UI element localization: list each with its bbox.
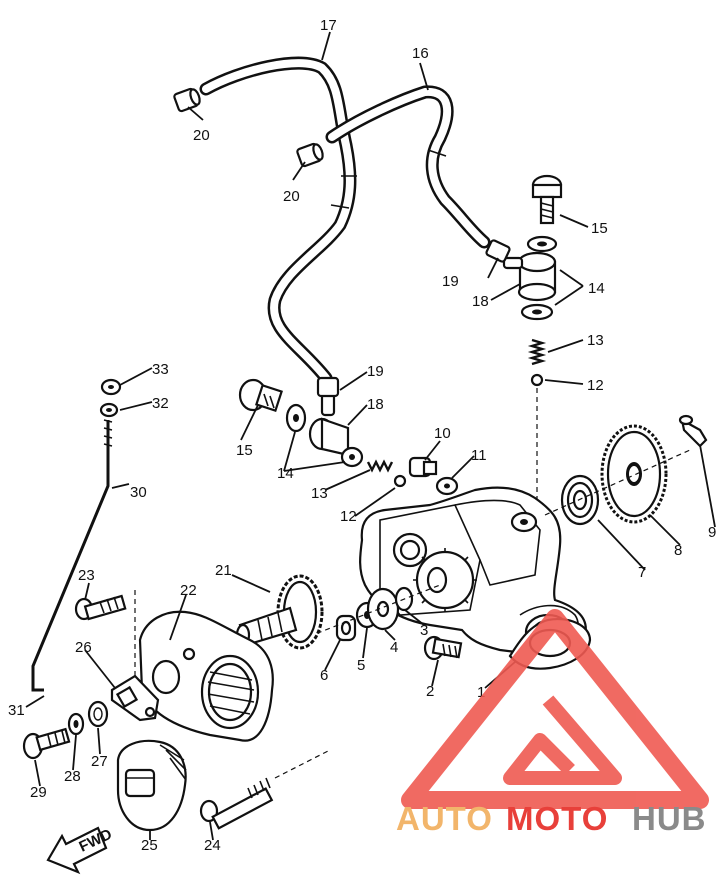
callout-33: 33 — [152, 361, 169, 378]
banjo-fitting-18-right — [502, 251, 557, 302]
callout-21: 21 — [215, 562, 232, 579]
callout-25: 25 — [141, 837, 158, 854]
axis-line-bolt24 — [274, 749, 331, 779]
union-bolt-15-left — [238, 378, 283, 412]
washer-27 — [87, 700, 109, 728]
washer-32 — [99, 402, 119, 418]
banjo-fitting-18-left — [308, 391, 350, 457]
callout-12-left: 12 — [340, 508, 357, 525]
watermark-logo — [401, 609, 709, 809]
pipe-16 — [325, 85, 491, 249]
callout-26: 26 — [75, 639, 92, 656]
drive-gear-8 — [600, 424, 668, 524]
callout-8: 8 — [674, 542, 682, 559]
callout-20-lower: 20 — [283, 188, 300, 205]
callout-17: 17 — [320, 17, 337, 34]
union-bolt-15-right — [531, 174, 563, 225]
callout-15-left: 15 — [236, 442, 253, 459]
pipe-17 — [199, 56, 357, 385]
washer-28 — [67, 712, 85, 736]
callout-18-right: 18 — [472, 293, 489, 310]
clip-20-upper — [173, 87, 201, 113]
callout-24: 24 — [204, 837, 221, 854]
callout-14-right: 14 — [588, 280, 605, 297]
washer-14-right-bottom — [520, 303, 554, 321]
callout-15-right: 15 — [591, 220, 608, 237]
callout-19-left: 19 — [367, 363, 384, 380]
ball-12-right — [530, 373, 544, 387]
bolt-23 — [74, 594, 127, 621]
screw-10 — [408, 456, 438, 478]
callout-6: 6 — [320, 667, 328, 684]
clip-19-right — [485, 239, 511, 263]
cap-25 — [116, 739, 187, 832]
callout-32: 32 — [152, 395, 169, 412]
fwd-arrow-icon: FWD — [46, 826, 115, 875]
spring-13-right — [527, 338, 547, 366]
callout-10: 10 — [434, 425, 451, 442]
screw-29 — [22, 727, 71, 760]
watermark-hub: HUB — [632, 800, 707, 837]
callout-27: 27 — [91, 753, 108, 770]
callout-29: 29 — [30, 784, 47, 801]
pump-drive-gear-21 — [235, 574, 324, 650]
callout-30: 30 — [130, 484, 147, 501]
callout-16: 16 — [412, 45, 429, 62]
ball-12-left — [393, 474, 407, 488]
plate-4 — [366, 587, 400, 631]
callout-3: 3 — [420, 622, 428, 639]
callout-22: 22 — [180, 582, 197, 599]
callout-11: 11 — [471, 447, 487, 464]
washer-14-left-1 — [285, 403, 307, 433]
callout-12-right: 12 — [587, 377, 604, 394]
callout-2: 2 — [426, 683, 434, 700]
nut-33 — [100, 378, 122, 396]
watermark-moto: MOTO — [506, 800, 608, 837]
clip-20-lower — [296, 142, 324, 168]
bolt-2 — [423, 635, 463, 661]
callout-numbers: 17 16 20 20 15 14 19 18 13 12 19 18 15 1… — [8, 17, 716, 854]
pump-inner-gear — [413, 548, 477, 612]
callout-5: 5 — [357, 657, 365, 674]
pump-cover-22 — [138, 610, 274, 742]
washer-14-right-top — [526, 235, 558, 253]
cotter-pin-9 — [678, 414, 708, 448]
bolt-24 — [199, 777, 274, 830]
washer-14-left-2 — [340, 446, 364, 468]
spring-13-left — [366, 459, 394, 473]
leader-lines — [25, 31, 716, 841]
callout-28: 28 — [64, 768, 81, 785]
callout-9: 9 — [708, 524, 716, 541]
callout-4: 4 — [390, 639, 398, 656]
callout-18-left: 18 — [367, 396, 384, 413]
watermark-auto: AUTO — [396, 800, 493, 837]
callout-7: 7 — [638, 564, 646, 581]
spacer-6 — [335, 614, 357, 642]
callout-1: 1 — [477, 684, 485, 701]
axis-line-left — [299, 584, 441, 641]
callout-14-left: 14 — [277, 465, 294, 482]
callout-20-upper: 20 — [193, 127, 210, 144]
callout-13-left: 13 — [311, 485, 328, 502]
watermark-text: AUTO MOTO HUB — [396, 800, 707, 837]
rod-30 — [31, 419, 113, 692]
clip-19-left — [316, 376, 340, 398]
washer-11 — [435, 476, 459, 496]
callout-19-right: 19 — [442, 273, 459, 290]
callout-13-right: 13 — [587, 332, 604, 349]
callout-31: 31 — [8, 702, 25, 719]
bearing-7 — [560, 474, 600, 526]
callout-23: 23 — [78, 567, 95, 584]
